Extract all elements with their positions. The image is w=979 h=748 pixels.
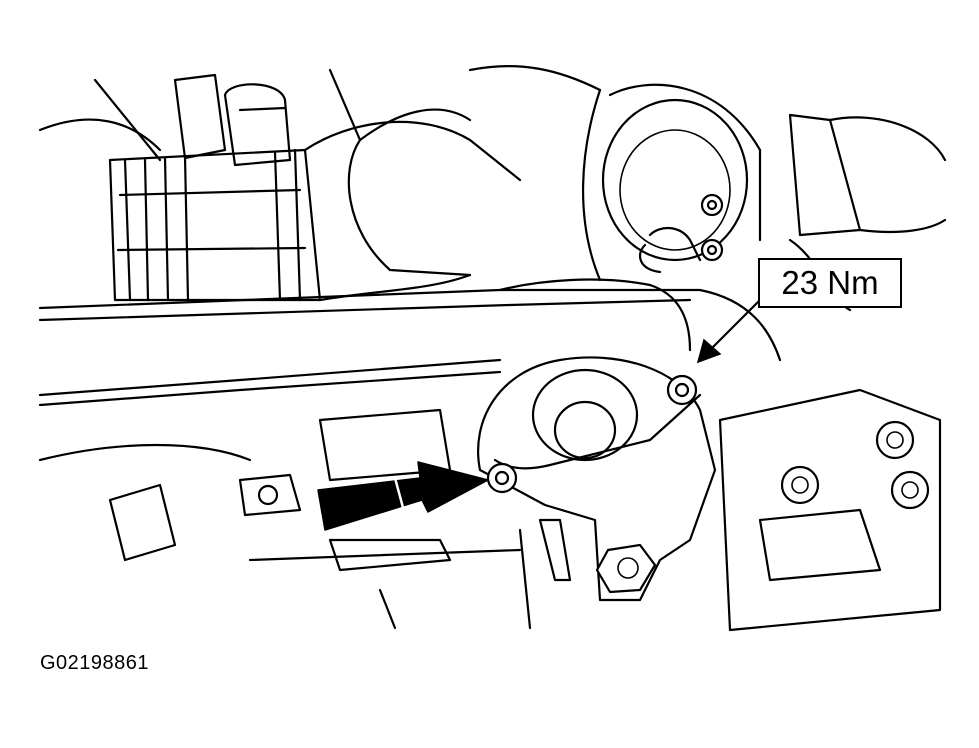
torque-callout: 23 Nm	[758, 258, 902, 308]
leader-arrow-icon	[696, 298, 762, 364]
central-housing	[328, 64, 602, 282]
solenoid-assembly	[601, 83, 762, 274]
upper-fitting	[38, 73, 292, 167]
mounting-bolts	[486, 374, 698, 494]
wiring-harness	[38, 278, 782, 407]
figure-id-label: G02198861	[40, 652, 150, 674]
pointer-arrow-icon	[317, 461, 489, 531]
torque-callout-label: 23 Nm	[781, 264, 879, 301]
lower-casting	[718, 388, 942, 632]
